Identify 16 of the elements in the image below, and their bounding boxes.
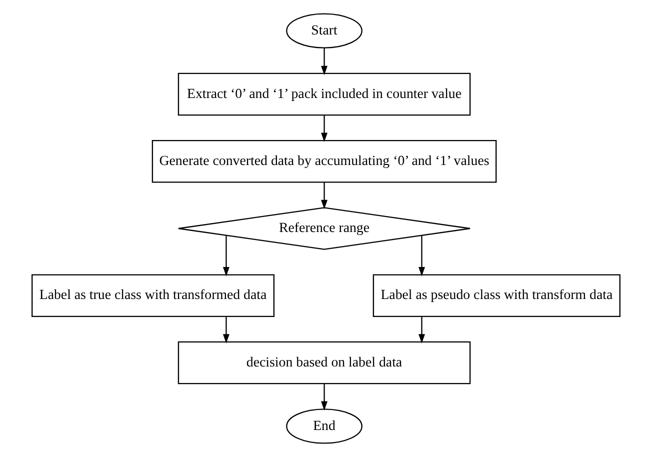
arrow: [320, 48, 327, 75]
arrow: [320, 383, 327, 410]
arrow: [222, 316, 229, 343]
arrow: [320, 114, 327, 142]
node-ellipse: Start: [286, 12, 362, 48]
node-box: Label as true class with transformed data: [31, 274, 274, 317]
node-ellipse: End: [286, 408, 362, 444]
node-box: Extract ‘0’ and ‘1’ pack included in counter value: [177, 72, 470, 116]
node-box: decision based on label data: [177, 340, 470, 384]
arrow: [222, 235, 229, 276]
arrow: [320, 182, 327, 209]
node-box: Generate converted data by accumulating ‘0’ and ‘1’ values: [151, 139, 496, 182]
arrow: [418, 235, 424, 276]
node-diamond: Reference range: [177, 206, 470, 250]
node-box: Label as pseudo class with transform data: [372, 274, 620, 317]
arrow: [418, 316, 424, 343]
